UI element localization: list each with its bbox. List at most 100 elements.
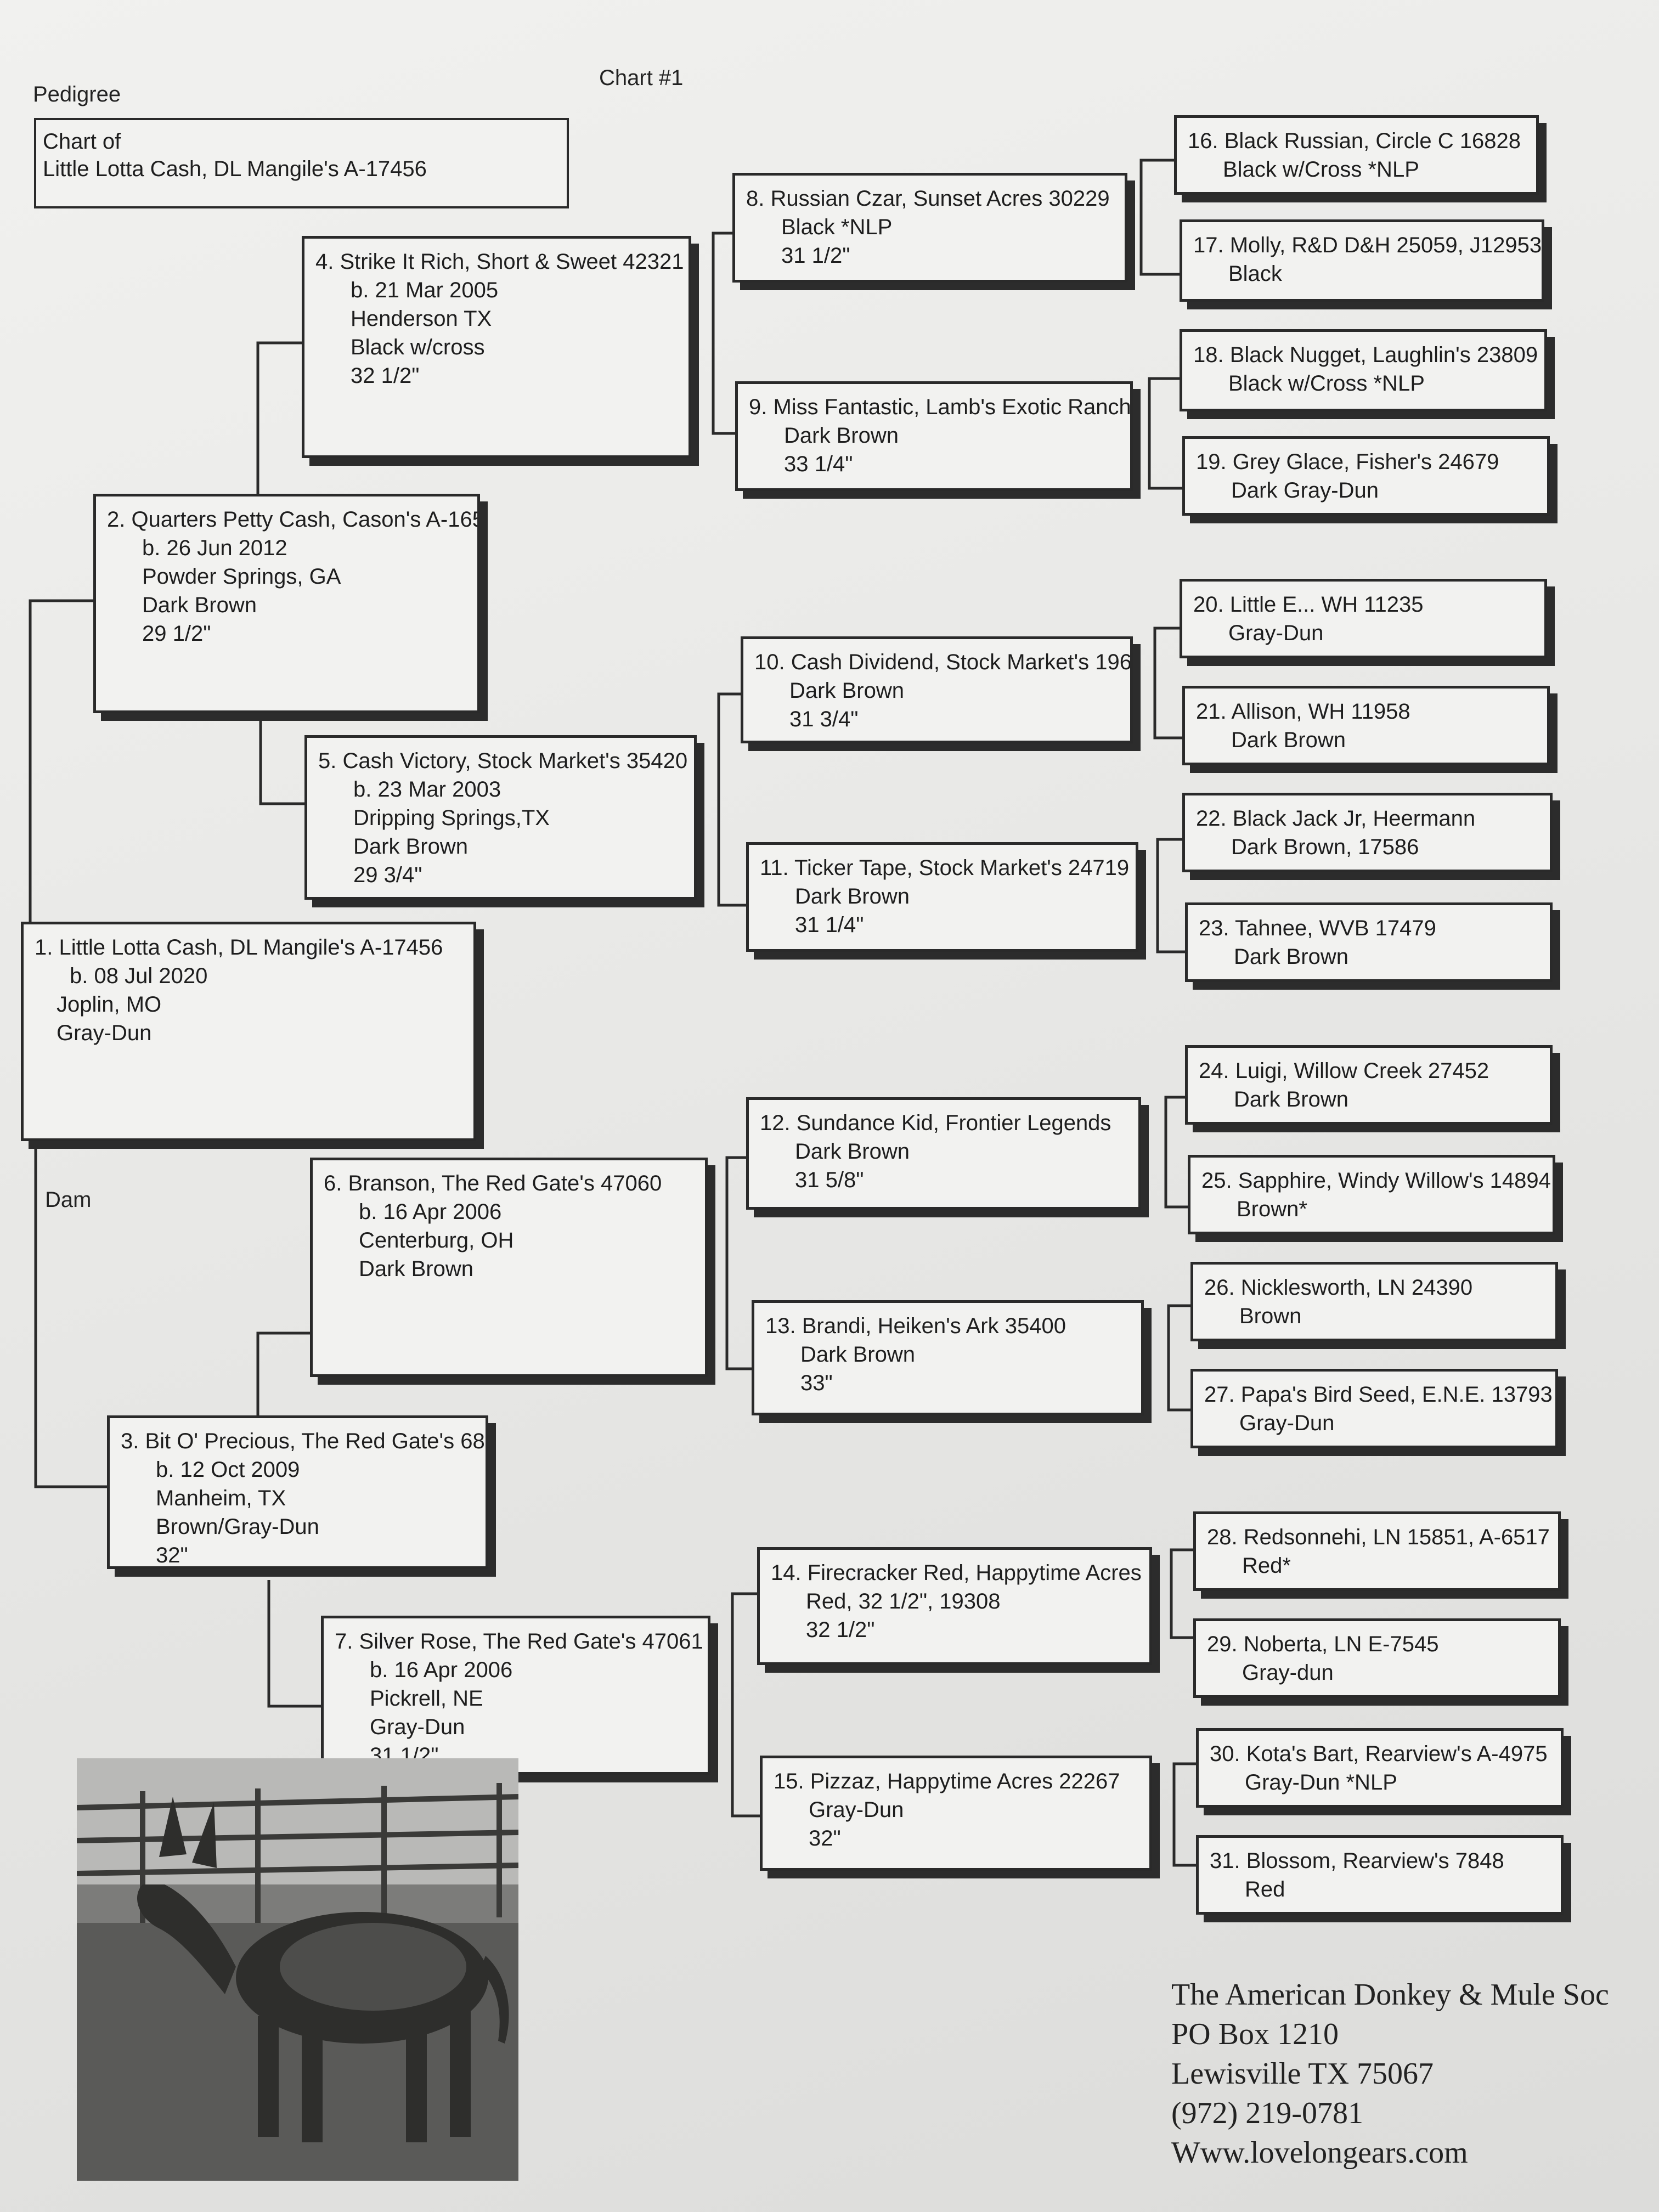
entry-26-name: 26. Nicklesworth, LN 24390	[1204, 1276, 1473, 1300]
entry-6-name: 6. Branson, The Red Gate's 47060	[324, 1171, 662, 1195]
entry-9-name: 9. Miss Fantastic, Lamb's Exotic Ranch	[749, 395, 1131, 419]
entry-31-line-2: Red	[1245, 1877, 1285, 1901]
entry-3-line-5: 32"	[156, 1543, 188, 1567]
entry-22-line-2: Dark Brown, 17586	[1231, 835, 1419, 859]
pedigree-box-30: 30. Kota's Bart, Rearview's A-4975 Gray-…	[1196, 1728, 1564, 1808]
entry-26-line-2: Brown	[1239, 1304, 1302, 1328]
society-po-box: PO Box 1210	[1171, 2017, 1339, 2051]
entry-3-line-4: Brown/Gray-Dun	[156, 1515, 319, 1539]
pedigree-box-12: 12. Sundance Kid, Frontier Legends Dark …	[746, 1097, 1141, 1210]
entry-2-name: 2. Quarters Petty Cash, Cason's A-16521	[107, 507, 480, 532]
pedigree-box-26: 26. Nicklesworth, LN 24390 Brown	[1190, 1262, 1558, 1341]
entry-3-name: 3. Bit O' Precious, The Red Gate's 68616	[121, 1429, 488, 1453]
entry-31-name: 31. Blossom, Rearview's 7848	[1210, 1849, 1504, 1873]
pedigree-box-4: 4. Strike It Rich, Short & Sweet 42321 b…	[302, 236, 691, 458]
entry-5-line-3: Dripping Springs,TX	[353, 806, 550, 830]
pedigree-box-9: 9. Miss Fantastic, Lamb's Exotic Ranch D…	[735, 381, 1133, 491]
entry-25-name: 25. Sapphire, Windy Willow's 14894	[1201, 1169, 1551, 1193]
pedigree-box-11: 11. Ticker Tape, Stock Market's 24719 Da…	[746, 842, 1138, 952]
entry-25-line-2: Brown*	[1237, 1197, 1307, 1221]
entry-27-name: 27. Papa's Bird Seed, E.N.E. 13793	[1204, 1383, 1553, 1407]
entry-21-line-2: Dark Brown	[1231, 728, 1346, 752]
entry-21-name: 21. Allison, WH 11958	[1196, 699, 1410, 724]
donkey-photo	[77, 1758, 518, 2181]
entry-4-line-5: 32 1/2"	[351, 364, 420, 388]
entry-9-line-3: 33 1/4"	[784, 452, 853, 476]
entry-1-line-2: b. 08 Jul 2020	[70, 964, 208, 988]
society-website: Www.lovelongears.com	[1171, 2136, 1468, 2170]
pedigree-box-7: 7. Silver Rose, The Red Gate's 47061 b. …	[321, 1616, 710, 1775]
entry-6-line-4: Dark Brown	[359, 1257, 473, 1281]
entry-3-line-3: Manheim, TX	[156, 1486, 286, 1510]
pedigree-box-20: 20. Little E... WH 11235 Gray-Dun	[1180, 579, 1547, 658]
entry-6-line-3: Centerburg, OH	[359, 1228, 514, 1252]
entry-20-name: 20. Little E... WH 11235	[1193, 592, 1424, 617]
entry-17-name: 17. Molly, R&D D&H 25059, J129537	[1193, 233, 1544, 257]
pedigree-box-18: 18. Black Nugget, Laughlin's 23809 Black…	[1180, 329, 1547, 411]
pedigree-box-28: 28. Redsonnehi, LN 15851, A-6517 Red*	[1193, 1511, 1561, 1591]
entry-29-line-2: Gray-dun	[1242, 1661, 1334, 1685]
pedigree-box-3: 3. Bit O' Precious, The Red Gate's 68616…	[107, 1415, 488, 1569]
entry-19-line-2: Dark Gray-Dun	[1231, 478, 1379, 503]
entry-14-line-3: 32 1/2"	[806, 1618, 875, 1642]
pedigree-box-8: 8. Russian Czar, Sunset Acres 30229 Blac…	[732, 173, 1127, 283]
pedigree-box-15: 15. Pizzaz, Happytime Acres 22267 Gray-D…	[760, 1756, 1152, 1871]
entry-13-line-3: 33"	[800, 1371, 833, 1395]
entry-13-name: 13. Brandi, Heiken's Ark 35400	[765, 1314, 1066, 1338]
entry-4-line-2: b. 21 Mar 2005	[351, 278, 499, 302]
entry-8-line-2: Black *NLP	[781, 215, 893, 239]
entry-8-name: 8. Russian Czar, Sunset Acres 30229	[746, 187, 1110, 211]
society-phone: (972) 219-0781	[1171, 2096, 1363, 2130]
entry-18-name: 18. Black Nugget, Laughlin's 23809	[1193, 343, 1538, 367]
entry-20-line-2: Gray-Dun	[1228, 621, 1324, 645]
pedigree-box-17: 17. Molly, R&D D&H 25059, J129537 Black	[1180, 219, 1544, 302]
pedigree-box-6: 6. Branson, The Red Gate's 47060 b. 16 A…	[310, 1158, 708, 1377]
entry-18-line-2: Black w/Cross *NLP	[1228, 371, 1425, 396]
entry-9-line-2: Dark Brown	[784, 424, 899, 448]
entry-30-name: 30. Kota's Bart, Rearview's A-4975	[1210, 1742, 1548, 1766]
entry-16-line-2: Black w/Cross *NLP	[1223, 157, 1419, 182]
chart-of-line-1: Chart of	[43, 129, 121, 154]
pedigree-box-16: 16. Black Russian, Circle C 16828 Black …	[1174, 115, 1539, 195]
chart-of-box: Chart of Little Lotta Cash, DL Mangile's…	[34, 118, 569, 208]
entry-24-line-2: Dark Brown	[1234, 1087, 1348, 1111]
pedigree-box-13: 13. Brandi, Heiken's Ark 35400 Dark Brow…	[752, 1300, 1144, 1415]
pedigree-box-2: 2. Quarters Petty Cash, Cason's A-16521 …	[93, 494, 480, 713]
pedigree-label: Pedigree	[33, 82, 121, 106]
entry-4-line-4: Black w/cross	[351, 335, 485, 359]
entry-12-name: 12. Sundance Kid, Frontier Legends	[760, 1111, 1111, 1135]
entry-2-line-5: 29 1/2"	[142, 622, 211, 646]
entry-4-name: 4. Strike It Rich, Short & Sweet 42321	[315, 250, 684, 274]
chart-of-line-2: Little Lotta Cash, DL Mangile's A-17456	[43, 157, 427, 181]
entry-30-line-2: Gray-Dun *NLP	[1245, 1770, 1397, 1795]
entry-6-line-2: b. 16 Apr 2006	[359, 1200, 502, 1224]
entry-7-name: 7. Silver Rose, The Red Gate's 47061	[335, 1629, 703, 1654]
entry-15-line-3: 32"	[809, 1826, 841, 1850]
pedigree-box-24: 24. Luigi, Willow Creek 27452 Dark Brown	[1185, 1045, 1553, 1125]
entry-5-line-5: 29 3/4"	[353, 863, 422, 887]
pedigree-box-10: 10. Cash Dividend, Stock Market's 19623 …	[741, 636, 1133, 743]
entry-11-line-3: 31 1/4"	[795, 913, 864, 937]
dam-label: Dam	[45, 1188, 92, 1212]
pedigree-box-21: 21. Allison, WH 11958 Dark Brown	[1182, 686, 1550, 765]
entry-1-line-3: Joplin, MO	[57, 992, 162, 1017]
entry-23-line-2: Dark Brown	[1234, 945, 1348, 969]
pedigree-box-1: 1. Little Lotta Cash, DL Mangile's A-174…	[21, 922, 476, 1141]
entry-10-line-3: 31 3/4"	[789, 707, 859, 731]
society-address: The American Donkey & Mule Soc PO Box 12…	[1171, 1975, 1609, 2172]
entry-1-line-4: Gray-Dun	[57, 1021, 152, 1045]
entry-5-name: 5. Cash Victory, Stock Market's 35420	[318, 749, 688, 773]
entry-11-line-2: Dark Brown	[795, 884, 910, 909]
entry-15-name: 15. Pizzaz, Happytime Acres 22267	[774, 1769, 1120, 1793]
chart-number-label: Chart #1	[599, 66, 684, 90]
pedigree-box-5: 5. Cash Victory, Stock Market's 35420 b.…	[304, 735, 697, 900]
entry-5-line-2: b. 23 Mar 2003	[353, 777, 501, 802]
pedigree-box-27: 27. Papa's Bird Seed, E.N.E. 13793 Gray-…	[1190, 1369, 1558, 1448]
pedigree-box-23: 23. Tahnee, WVB 17479 Dark Brown	[1185, 902, 1553, 982]
donkey-photo-illustration	[77, 1758, 518, 2181]
entry-8-line-3: 31 1/2"	[781, 244, 850, 268]
entry-7-line-3: Pickrell, NE	[370, 1686, 483, 1711]
entry-14-line-2: Red, 32 1/2", 19308	[806, 1589, 1001, 1613]
entry-28-name: 28. Redsonnehi, LN 15851, A-6517	[1207, 1525, 1550, 1549]
